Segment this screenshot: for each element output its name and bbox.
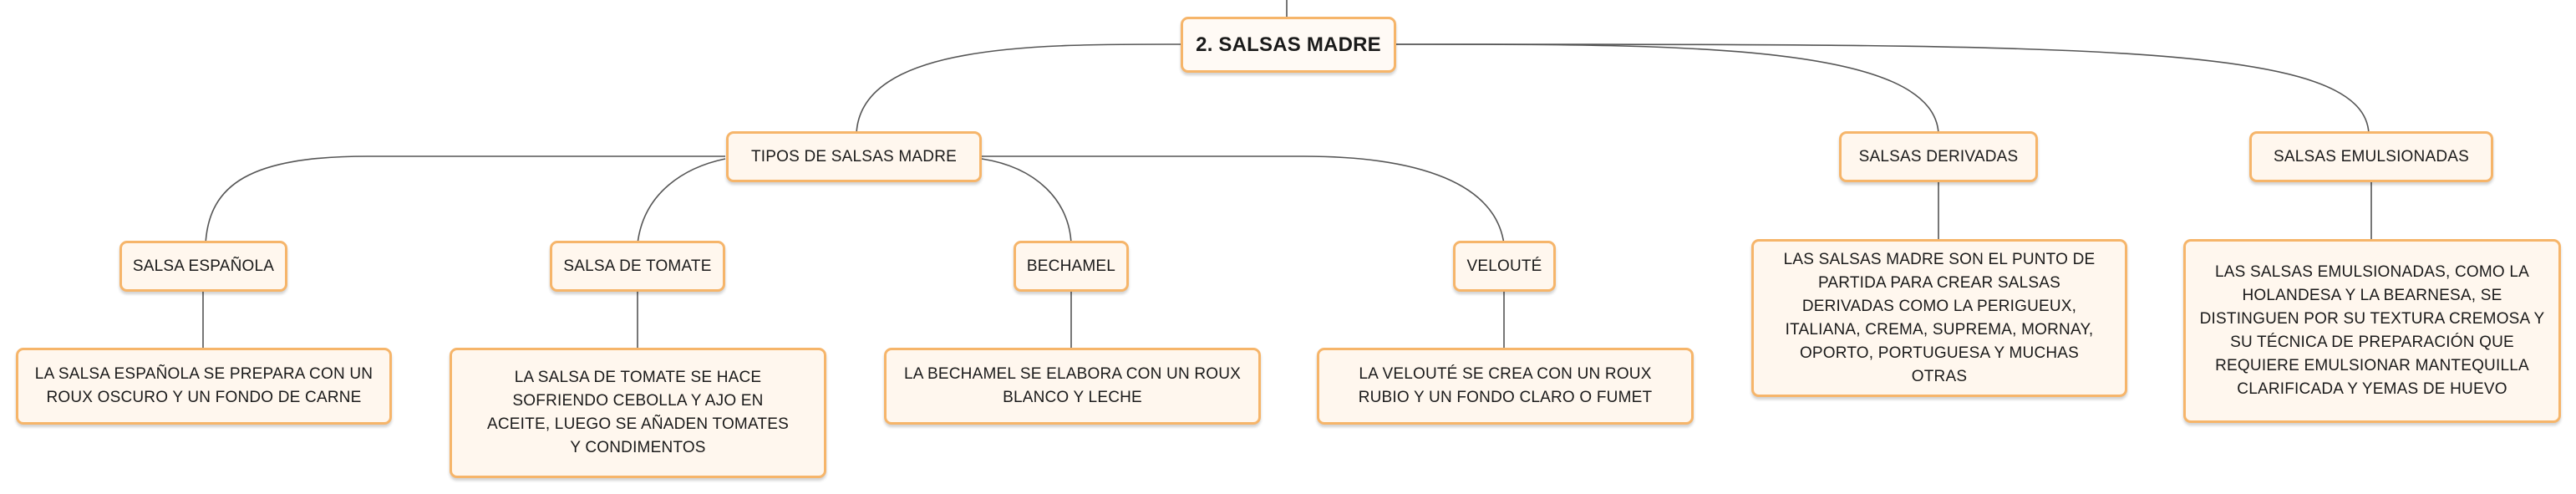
node-label: SALSAS EMULSIONADAS — [2274, 147, 2469, 166]
node-salsas-derivadas[interactable]: SALSAS DERIVADAS — [1839, 131, 2038, 182]
link-tipos-tomate — [637, 158, 726, 245]
link-tipos-veloute — [982, 155, 1505, 245]
node-label: SALSA ESPAÑOLA — [132, 257, 275, 275]
link-root-derivadas — [1395, 43, 1939, 135]
node-salsa-de-tomate[interactable]: SALSA DE TOMATE — [550, 241, 725, 292]
note-salsas-derivadas[interactable]: LAS SALSAS MADRE SON EL PUNTO DE PARTIDA… — [1751, 239, 2127, 397]
node-label: VELOUTÉ — [1466, 257, 1542, 275]
link-root-tipos — [856, 43, 1182, 135]
note-veloute[interactable]: LA VELOUTÉ SE CREA CON UN ROUX RUBIO Y U… — [1317, 348, 1694, 425]
note-text: LAS SALSAS EMULSIONADAS, COMO LA HOLANDE… — [2199, 263, 2545, 398]
node-bechamel[interactable]: BECHAMEL — [1014, 241, 1129, 292]
node-label: BECHAMEL — [1026, 257, 1116, 275]
note-salsa-de-tomate[interactable]: LA SALSA DE TOMATE SE HACE SOFRIENDO CEB… — [450, 348, 826, 478]
node-salsa-espanola[interactable]: SALSA ESPAÑOLA — [119, 241, 287, 292]
note-text: LA VELOUTÉ SE CREA CON UN ROUX RUBIO Y U… — [1358, 365, 1653, 406]
node-label: SALSA DE TOMATE — [563, 257, 712, 275]
link-root-emulsionadas — [1395, 43, 2370, 135]
node-salsas-emulsionadas[interactable]: SALSAS EMULSIONADAS — [2249, 131, 2493, 182]
note-salsas-emulsionadas[interactable]: LAS SALSAS EMULSIONADAS, COMO LA HOLANDE… — [2183, 239, 2561, 423]
root-node[interactable]: 2. SALSAS MADRE — [1181, 17, 1396, 73]
note-salsa-espanola[interactable]: LA SALSA ESPAÑOLA SE PREPARA CON UN ROUX… — [16, 348, 392, 425]
root-label: 2. SALSAS MADRE — [1196, 33, 1381, 56]
node-label: TIPOS DE SALSAS MADRE — [751, 147, 957, 166]
node-veloute[interactable]: VELOUTÉ — [1453, 241, 1556, 292]
note-text: LA SALSA ESPAÑOLA SE PREPARA CON UN ROUX… — [34, 365, 373, 406]
node-tipos-salsas-madre[interactable]: TIPOS DE SALSAS MADRE — [726, 131, 982, 182]
note-text: LA SALSA DE TOMATE SE HACE SOFRIENDO CEB… — [487, 369, 789, 456]
note-text: LAS SALSAS MADRE SON EL PUNTO DE PARTIDA… — [1783, 250, 2096, 385]
note-text: LA BECHAMEL SE ELABORA CON UN ROUX BLANC… — [903, 365, 1242, 406]
node-label: SALSAS DERIVADAS — [1858, 147, 2019, 166]
link-tipos-bechamel — [981, 158, 1072, 245]
link-tipos-espanola — [205, 155, 725, 245]
note-bechamel[interactable]: LA BECHAMEL SE ELABORA CON UN ROUX BLANC… — [884, 348, 1261, 425]
